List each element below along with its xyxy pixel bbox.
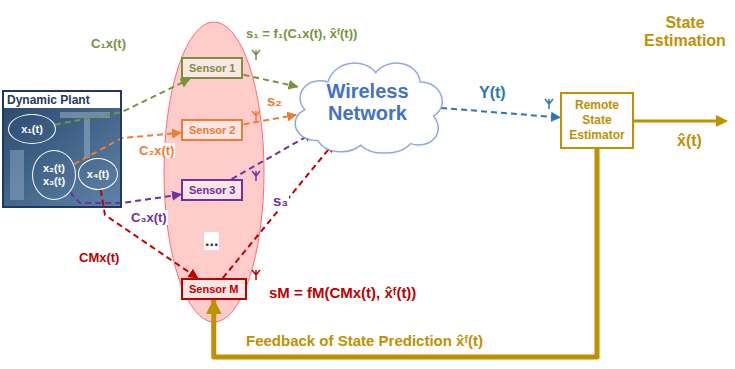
antenna-symbol xyxy=(252,270,260,280)
output-title: State Estimation xyxy=(638,14,732,51)
connector xyxy=(243,75,297,87)
cloud-shape xyxy=(295,63,442,153)
signal-label: C₂x(t) xyxy=(138,143,175,158)
sensor-group-ellipse xyxy=(164,22,264,322)
state-ellipse: x₁(t) xyxy=(8,114,56,144)
signal-label: s₂ xyxy=(266,92,283,109)
plant-pipe xyxy=(60,112,110,118)
state-ellipse: x₄(t) xyxy=(78,158,118,190)
antenna-symbol xyxy=(252,50,260,60)
signal-label: C₁x(t) xyxy=(90,36,127,51)
connector xyxy=(243,115,296,125)
node-text: Wireless Network xyxy=(310,80,425,124)
node-text: Sensor 1 xyxy=(189,61,235,75)
sensor-box: Sensor 2 xyxy=(181,119,243,141)
signal-label: C₃x(t) xyxy=(130,210,168,225)
node-text: x₂(t) xyxy=(43,162,65,175)
antenna-symbol xyxy=(545,99,553,109)
signal-label: s₁ = f₁(C₁x(t), x̂ᶠ(t)) xyxy=(245,26,358,41)
signal-label: s₃ xyxy=(272,192,289,209)
antenna-symbol xyxy=(252,111,260,121)
node-text: x₄(t) xyxy=(87,168,109,181)
node-text: Dynamic Plant xyxy=(4,92,120,108)
output-symbol: x̂(t) xyxy=(676,132,703,150)
node-text: Sensor 3 xyxy=(189,183,235,197)
sensor-box: Sensor 1 xyxy=(181,57,243,79)
node-text: Remote State Estimator xyxy=(564,98,630,143)
connector xyxy=(70,192,181,203)
signal-label: CMx(t) xyxy=(78,250,120,265)
estimator-box: Remote State Estimator xyxy=(560,92,634,149)
signal-label: Y(t) xyxy=(478,84,507,102)
connector xyxy=(214,149,597,357)
node-text: Sensor M xyxy=(189,282,239,296)
plant-box: Dynamic Plant x₁(t) x₂(t)x₃(t) x₄(t) xyxy=(2,90,122,208)
output-arrow-line xyxy=(634,120,718,123)
plant-image xyxy=(3,106,121,207)
signal-label: sM = fM(CMx(t), x̂ᶠ(t)) xyxy=(268,284,417,301)
connector xyxy=(74,133,181,164)
node-text: Sensor 2 xyxy=(189,123,235,137)
signal-label: Feedback of State Prediction x̂ᶠ(t) xyxy=(245,332,484,349)
antenna-symbols xyxy=(252,50,553,280)
plant-pipe xyxy=(84,118,90,158)
output-arrow-head xyxy=(716,115,728,127)
node-text: x₃(t) xyxy=(43,175,65,188)
plant-tank xyxy=(10,150,24,200)
sensor-box: Sensor 3 xyxy=(181,179,243,201)
state-ellipse: x₂(t)x₃(t) xyxy=(32,150,76,200)
network-cloud: Wireless Network xyxy=(285,48,450,156)
connector xyxy=(223,143,334,278)
connector xyxy=(441,108,560,118)
antenna-symbol xyxy=(252,171,260,181)
sensor-box: Sensor M xyxy=(181,278,247,300)
node-text: x₁(t) xyxy=(21,123,43,136)
ellipsis-label: ... xyxy=(204,232,219,250)
connector xyxy=(232,133,313,179)
